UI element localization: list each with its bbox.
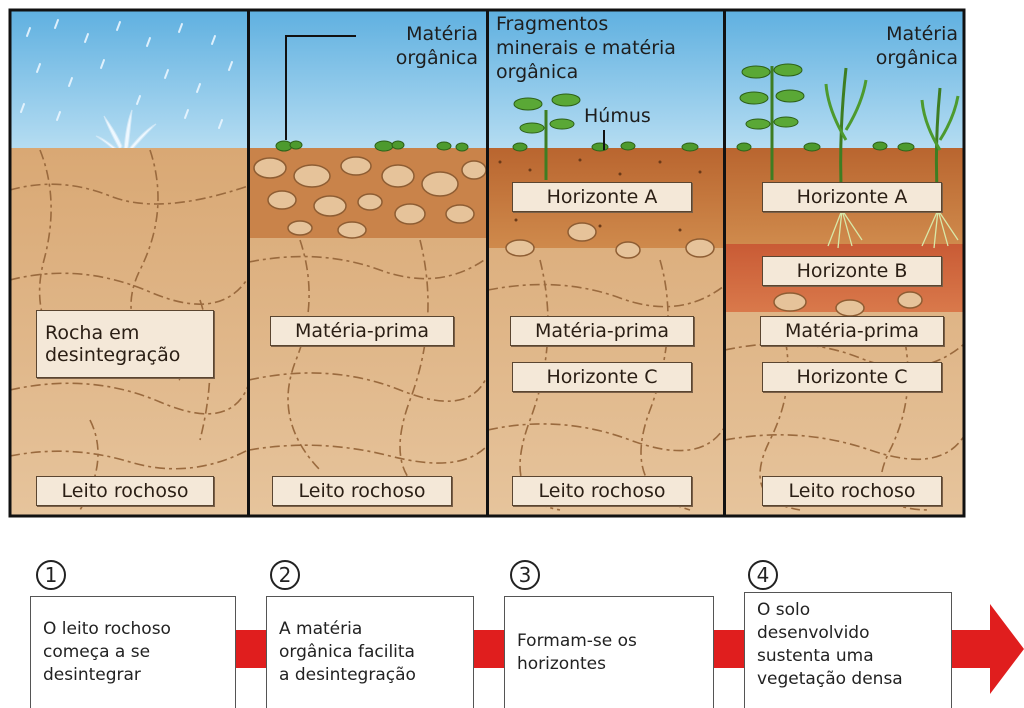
process-arrow (236, 604, 1024, 694)
label-materia-prima-4: Matéria-prima (760, 316, 944, 346)
label-leito-rochoso-4: Leito rochoso (762, 476, 942, 506)
soil-specks (498, 158, 702, 232)
label-horizonte-b-4: Horizonte B (762, 256, 942, 286)
label-leito-rochoso-3: Leito rochoso (512, 476, 692, 506)
panel-3 (488, 10, 724, 516)
splash (95, 109, 157, 153)
callout-fragmentos: Fragmentos minerais e matéria orgânica (496, 13, 676, 83)
panel-2 (249, 10, 487, 516)
label-horizonte-c-3: Horizonte C (512, 362, 692, 392)
step-box-4: O solo desenvolvido sustenta uma vegetaç… (744, 592, 952, 708)
label-materia-prima-2: Matéria-prima (270, 316, 454, 346)
step-box-3: Formam-se os horizontes (504, 596, 714, 708)
label-horizonte-c-4: Horizonte C (762, 362, 942, 392)
label-materia-prima-3: Matéria-prima (510, 316, 694, 346)
step-text-3: Formam-se os horizontes (517, 630, 637, 674)
callout-materia-organica-4: Matéria orgânica (875, 23, 958, 69)
organic-matter (736, 141, 915, 152)
step-text-1: O leito rochoso começa a se desintegrar (43, 619, 171, 685)
sky (249, 10, 487, 150)
organic-matter (275, 140, 469, 152)
rock-fragments (773, 291, 923, 317)
step-box-1: O leito rochoso começa a se desintegrar (30, 596, 236, 708)
step-text-4: O solo desenvolvido sustenta uma vegetaç… (757, 600, 903, 689)
panel-1 (10, 10, 248, 516)
callout-humus: Húmus (584, 105, 651, 127)
label-leito-rochoso-2: Leito rochoso (272, 476, 452, 506)
callout-materia-organica-2: Matéria orgânica (395, 23, 478, 69)
step-text-2: A matéria orgânica facilita a desintegra… (279, 619, 416, 685)
label-rocha-em-desintegracao: Rocha em desintegração (36, 310, 214, 378)
rain-drops (20, 19, 233, 129)
rock-fragments (253, 156, 487, 239)
step-number-2: 2 (270, 560, 300, 590)
callout-line (285, 35, 356, 140)
label-horizonte-a-4: Horizonte A (762, 182, 942, 212)
rock-fragments (505, 222, 715, 259)
step-box-2: A matéria orgânica facilita a desintegra… (266, 596, 474, 708)
plant (513, 93, 581, 180)
panel-frame (8, 8, 966, 518)
step-number-3: 3 (510, 560, 540, 590)
step-number-4: 4 (748, 560, 778, 590)
step-number-1: 1 (36, 560, 66, 590)
label-leito-rochoso-1: Leito rochoso (36, 476, 214, 506)
label-horizonte-a-3: Horizonte A (512, 182, 692, 212)
